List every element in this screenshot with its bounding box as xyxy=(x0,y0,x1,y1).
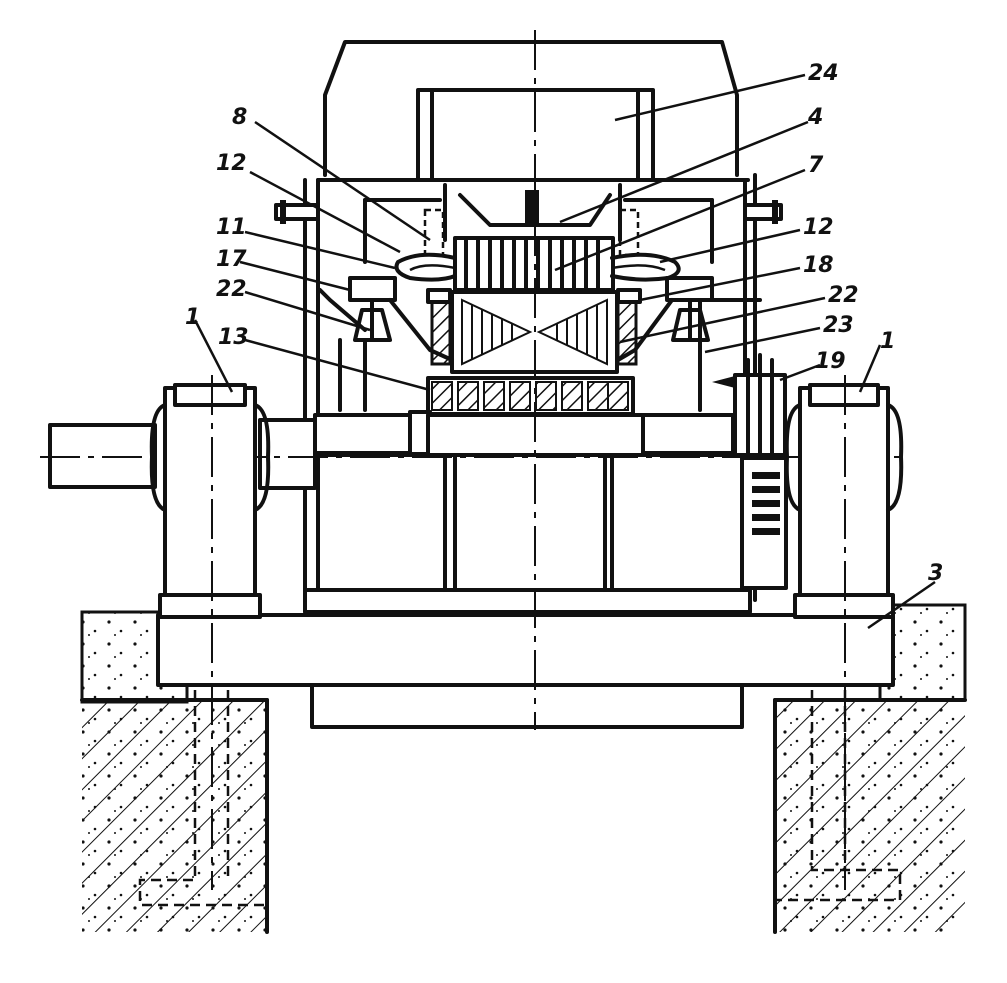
label-19: 19 xyxy=(815,349,846,374)
terminal-box xyxy=(712,353,788,590)
part-labels: 24 4 8 7 12 12 11 18 17 22 22 23 1 1 13 … xyxy=(185,61,943,586)
top-hood xyxy=(316,40,750,182)
bearing-left xyxy=(149,375,271,890)
label-12-left: 12 xyxy=(216,151,247,176)
label-18: 18 xyxy=(803,253,834,278)
label-13: 13 xyxy=(218,325,249,350)
label-23: 23 xyxy=(823,313,854,338)
label-24: 24 xyxy=(808,61,839,86)
label-1-right: 1 xyxy=(880,329,895,354)
lower-pit-box xyxy=(310,683,744,729)
leader-lines xyxy=(193,73,936,630)
label-22-left: 22 xyxy=(216,277,247,302)
label-1-left: 1 xyxy=(185,305,200,330)
label-11: 11 xyxy=(216,215,247,240)
foundation-left xyxy=(80,610,269,934)
brush-holders xyxy=(274,200,783,412)
base-plate xyxy=(156,613,895,687)
label-12-right: 12 xyxy=(803,215,834,240)
winding-bars xyxy=(464,238,600,290)
shaft xyxy=(40,410,905,490)
label-22-right: 22 xyxy=(828,283,859,308)
rotor-assembly xyxy=(363,183,714,416)
label-4: 4 xyxy=(807,105,823,130)
label-7: 7 xyxy=(808,153,824,178)
label-3: 3 xyxy=(928,561,943,586)
label-8: 8 xyxy=(232,105,247,130)
label-17: 17 xyxy=(216,247,247,272)
slot-cells xyxy=(431,381,629,411)
bearing-right xyxy=(784,375,904,890)
